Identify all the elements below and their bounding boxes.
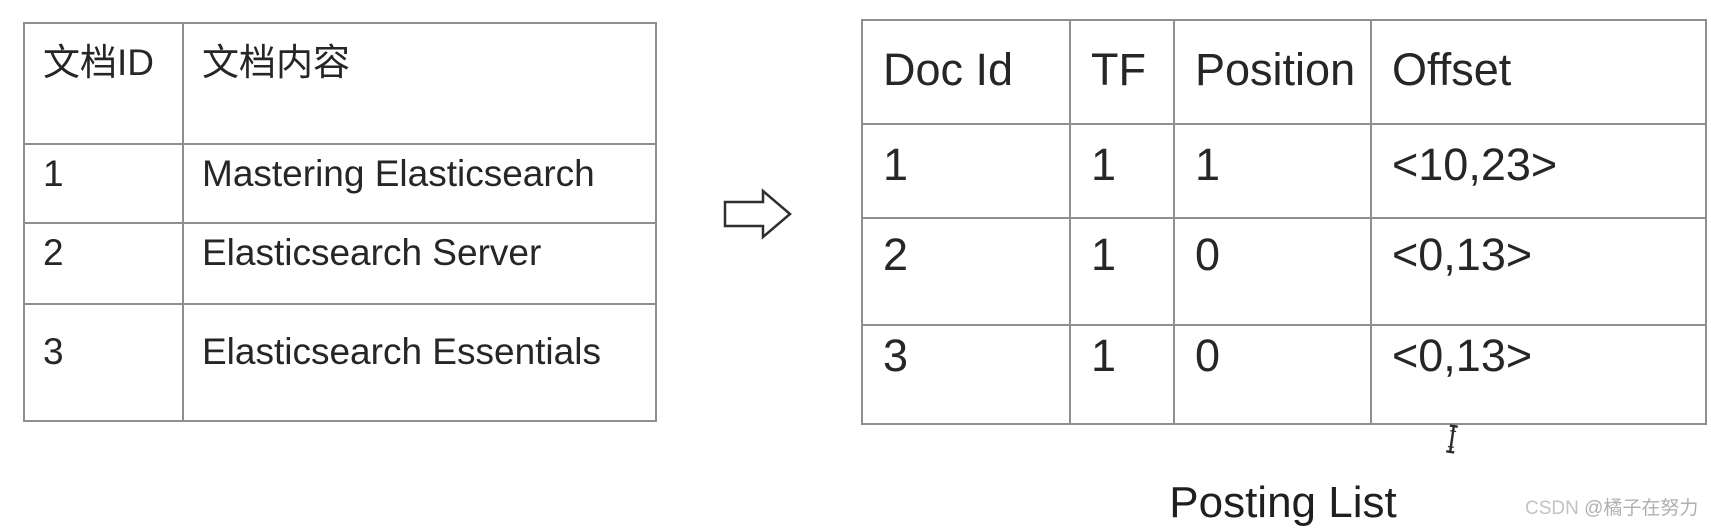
table-cell-position: 0 [1173,324,1372,425]
table-cell-offset: <0,13> [1370,217,1707,326]
csdn-watermark: CSDN @橘子在努力 [1525,498,1699,520]
watermark-site-label: CSDN [1525,498,1585,519]
table-row: 3 1 0 <0,13> [861,324,1707,425]
table-cell-doc-id: 2 [23,222,184,305]
table-row: 3 Elasticsearch Essentials [23,303,657,422]
watermark-author-handle: @橘子在努力 [1584,498,1699,519]
table-cell-tf: 1 [1069,217,1175,326]
posting-header-doc-id: Doc Id [861,19,1071,125]
table-cell-tf: 1 [1069,123,1175,219]
documents-table-header-row: 文档ID 文档内容 [23,22,657,145]
table-cell-doc-id: 1 [861,123,1071,219]
arrow-right-icon [723,188,792,240]
table-cell-tf: 1 [1069,324,1175,425]
documents-table: 文档ID 文档内容 1 Mastering Elasticsearch 2 El… [23,22,657,422]
text-ibeam-cursor-icon [1446,424,1458,454]
table-cell-doc-id: 3 [861,324,1071,425]
table-cell-doc-id: 2 [861,217,1071,326]
posting-table-header-row: Doc Id TF Position Offset [861,19,1707,125]
table-row: 1 1 1 <10,23> [861,123,1707,219]
table-cell-doc-id: 3 [23,303,184,422]
posting-list-caption: Posting List [1169,478,1397,527]
table-cell-position: 1 [1173,123,1372,219]
table-cell-position: 0 [1173,217,1372,326]
documents-header-doc-id: 文档ID [23,22,184,145]
table-cell-doc-content: Elasticsearch Server [182,222,657,305]
table-cell-doc-content: Elasticsearch Essentials [182,303,657,422]
table-cell-doc-id: 1 [23,143,184,224]
table-row: 1 Mastering Elasticsearch [23,143,657,224]
posting-list-table: Doc Id TF Position Offset 1 1 1 <10,23> … [861,19,1707,425]
table-row: 2 1 0 <0,13> [861,217,1707,326]
table-cell-doc-content: Mastering Elasticsearch [182,143,657,224]
posting-header-tf: TF [1069,19,1175,125]
documents-header-doc-content: 文档内容 [182,22,657,145]
table-row: 2 Elasticsearch Server [23,222,657,305]
table-cell-offset: <0,13> [1370,324,1707,425]
posting-header-position: Position [1173,19,1372,125]
posting-header-offset: Offset [1370,19,1707,125]
table-cell-offset: <10,23> [1370,123,1707,219]
